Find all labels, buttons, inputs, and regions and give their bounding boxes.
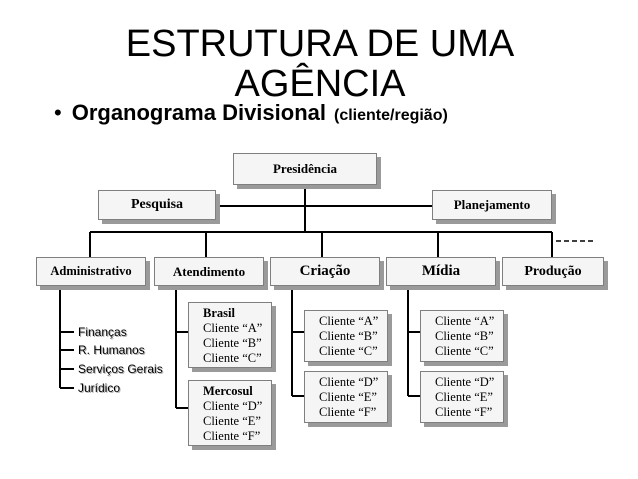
client-item: Cliente “F” bbox=[203, 429, 261, 443]
node-producao: Produção bbox=[502, 257, 604, 286]
client-item: Cliente “E” bbox=[435, 390, 493, 404]
client-item: Cliente “C” bbox=[203, 351, 262, 365]
bullet-dot: • bbox=[54, 100, 62, 125]
atendimento-group-mercosul: Mercosul Cliente “D” Cliente “E” Cliente… bbox=[188, 380, 272, 446]
node-midia: Mídia bbox=[386, 257, 496, 286]
adm-item-servicos-gerais: Serviços Gerais bbox=[78, 362, 163, 376]
client-item: Cliente “C” bbox=[435, 344, 494, 358]
node-atendimento: Atendimento bbox=[154, 257, 264, 286]
client-item: Cliente “D” bbox=[319, 375, 379, 389]
group-head: Brasil bbox=[203, 306, 235, 320]
group-head: Mercosul bbox=[203, 384, 253, 398]
bullet-line: • Organograma Divisional (cliente/região) bbox=[54, 100, 448, 126]
client-item: Cliente “B” bbox=[319, 329, 378, 343]
node-criacao: Criação bbox=[270, 257, 380, 286]
client-item: Cliente “F” bbox=[319, 405, 377, 419]
client-item: Cliente “E” bbox=[319, 390, 377, 404]
client-item: Cliente “A” bbox=[203, 321, 263, 335]
node-pesquisa: Pesquisa bbox=[98, 190, 216, 220]
bullet-main-text: Organograma Divisional bbox=[71, 100, 326, 125]
atendimento-group-brasil: Brasil Cliente “A” Cliente “B” Cliente “… bbox=[188, 302, 272, 368]
midia-group-2: Cliente “D” Cliente “E” Cliente “F” bbox=[420, 371, 504, 423]
node-presidencia: Presidência bbox=[233, 153, 377, 185]
midia-group-1: Cliente “A” Cliente “B” Cliente “C” bbox=[420, 310, 504, 362]
client-item: Cliente “C” bbox=[319, 344, 378, 358]
client-item: Cliente “B” bbox=[203, 336, 262, 350]
client-item: Cliente “B” bbox=[435, 329, 494, 343]
title-line-1: ESTRUTURA DE UMA bbox=[125, 23, 515, 65]
client-item: Cliente “D” bbox=[435, 375, 495, 389]
title-line-2: AGÊNCIA bbox=[234, 63, 406, 105]
node-administrativo: Administrativo bbox=[36, 257, 146, 286]
client-item: Cliente “F” bbox=[435, 405, 493, 419]
bullet-sub-text: (cliente/região) bbox=[334, 107, 448, 124]
adm-item-juridico: Jurídico bbox=[78, 381, 121, 395]
criacao-group-2: Cliente “D” Cliente “E” Cliente “F” bbox=[304, 371, 388, 423]
node-planejamento: Planejamento bbox=[432, 190, 552, 220]
client-item: Cliente “A” bbox=[435, 314, 495, 328]
adm-item-recursos-humanos: R. Humanos bbox=[78, 343, 145, 357]
client-item: Cliente “E” bbox=[203, 414, 261, 428]
criacao-group-1: Cliente “A” Cliente “B” Cliente “C” bbox=[304, 310, 388, 362]
client-item: Cliente “A” bbox=[319, 314, 379, 328]
client-item: Cliente “D” bbox=[203, 399, 263, 413]
adm-item-financas: Finanças bbox=[78, 325, 127, 339]
